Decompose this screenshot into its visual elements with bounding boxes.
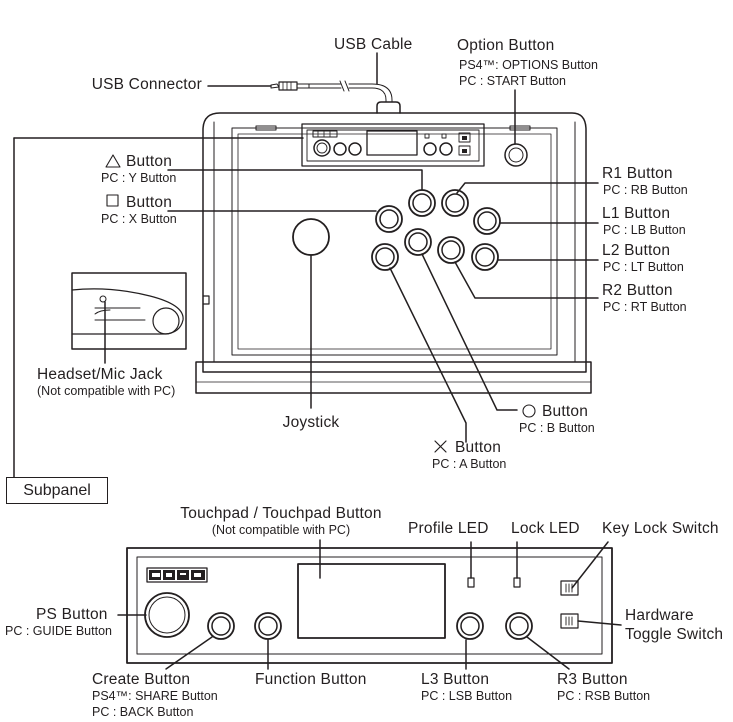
triangle-button-label: Button	[126, 153, 173, 170]
l1-button-label: L1 Button	[602, 205, 671, 222]
usb-cable-label: USB Cable	[334, 36, 413, 53]
create-ps4-label: PS4™: SHARE Button	[92, 689, 218, 703]
r3-pc-label: PC : RSB Button	[557, 689, 651, 703]
circle-button-label: Button	[542, 403, 589, 420]
option-ps4-label: PS4™: OPTIONS Button	[459, 58, 598, 72]
cross-button-label: Button	[455, 439, 502, 456]
top-callouts	[13, 52, 599, 479]
circle-symbol	[522, 404, 536, 418]
triangle-symbol	[105, 154, 121, 168]
hardware-toggle-label-1: Hardware	[625, 607, 694, 624]
joystick-shape	[292, 218, 330, 256]
profile-led-label: Profile LED	[408, 520, 489, 537]
usb-cable	[270, 80, 393, 103]
top-panel	[301, 123, 485, 167]
r2-pc-label: PC : RT Button	[603, 300, 687, 314]
l3-pc-label: PC : LSB Button	[421, 689, 513, 703]
r1-button-label: R1 Button	[602, 165, 673, 182]
joystick-label: Joystick	[282, 414, 340, 431]
function-button-label: Function Button	[255, 671, 367, 688]
option-pc-label: PC : START Button	[459, 74, 566, 88]
l1-pc-label: PC : LB Button	[603, 223, 686, 237]
cross-pc-label: PC : A Button	[432, 457, 507, 471]
l3-button-label: L3 Button	[421, 671, 490, 688]
subpanel-buttons	[144, 592, 533, 640]
subpanel-body	[126, 547, 613, 664]
headset-note-label: (Not compatible with PC)	[37, 384, 176, 398]
r3-button-label: R3 Button	[557, 671, 628, 688]
l2-button-label: L2 Button	[602, 242, 671, 259]
action-buttons	[371, 189, 501, 271]
create-button-label: Create Button	[92, 671, 191, 688]
square-pc-label: PC : X Button	[101, 212, 177, 226]
ps-button-label: PS Button	[36, 606, 108, 623]
square-button-label: Button	[126, 194, 173, 211]
controller-body	[195, 101, 592, 394]
r1-pc-label: PC : RB Button	[603, 183, 688, 197]
subpanel-label: Subpanel	[6, 477, 108, 504]
touchpad-label: Touchpad / Touchpad Button	[180, 505, 382, 522]
key-lock-switch-label: Key Lock Switch	[602, 520, 719, 537]
headset-jack-label: Headset/Mic Jack	[37, 366, 163, 383]
square-symbol	[106, 194, 119, 207]
bottom-callouts	[117, 539, 622, 670]
l2-pc-label: PC : LT Button	[603, 260, 684, 274]
cross-symbol	[434, 440, 447, 453]
option-button-shape	[504, 143, 528, 167]
ps-pc-label: PC : GUIDE Button	[5, 624, 112, 638]
r2-button-label: R2 Button	[602, 282, 673, 299]
option-button-label: Option Button	[457, 37, 555, 54]
usb-connector-label: USB Connector	[91, 76, 202, 93]
touchpad-note-label: (Not compatible with PC)	[211, 523, 351, 537]
lock-led-label: Lock LED	[511, 520, 580, 537]
hardware-toggle-label-2: Toggle Switch	[625, 626, 724, 643]
circle-pc-label: PC : B Button	[519, 421, 595, 435]
create-pc-label: PC : BACK Button	[92, 705, 194, 719]
headset-inset	[71, 272, 187, 350]
triangle-pc-label: PC : Y Button	[101, 171, 177, 185]
